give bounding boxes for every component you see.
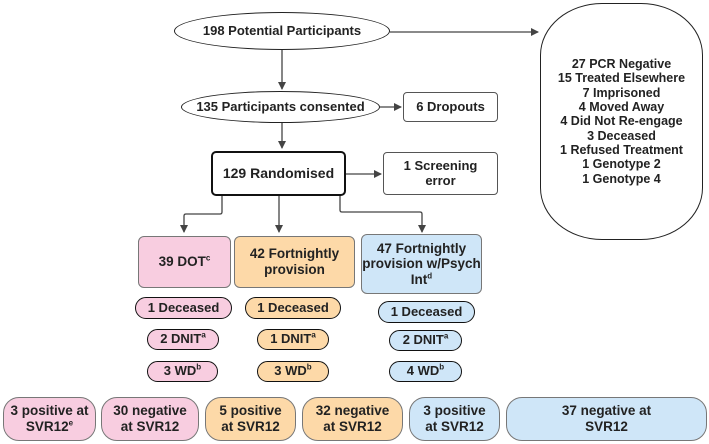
exclusion-item: 3 Deceased	[587, 128, 656, 143]
exclusion-item: 4 Moved Away	[578, 99, 665, 114]
arrow-randomised-to-arm1	[180, 196, 223, 233]
arm2-dnit: 1 DNITa	[257, 329, 329, 350]
arm3-svr12-positive: 3 positive at SVR12	[409, 397, 500, 441]
arm1-svr12-negative: 30 negative at SVR12	[101, 397, 199, 441]
arm1-deceased: 1 Deceased	[135, 297, 232, 319]
arm2-svr12-negative: 32 negative at SVR12	[302, 397, 403, 441]
exclusions-list: 27 PCR Negative 15 Treated Elsewhere 7 I…	[558, 57, 685, 186]
arm1-dnit: 2 DNITa	[147, 329, 219, 350]
arm1-svr12-positive: 3 positive at SVR12e	[3, 397, 96, 441]
dropouts-label: 6 Dropouts	[416, 98, 485, 114]
potential-participants-label: 198 Potential Participants	[202, 22, 362, 38]
exclusion-item: 4 Did Not Re-engage	[560, 114, 683, 129]
arm-card-dot: 39 DOTc	[138, 236, 231, 288]
arm3-deceased: 1 Deceased	[378, 301, 475, 323]
arm3-dnit: 2 DNITa	[389, 330, 462, 351]
exclusion-item: 7 Imprisoned	[582, 85, 661, 100]
consented-node: 135 Participants consented	[181, 91, 380, 123]
arm-card-psych: 47 Fortnightly provision w/Psych Intd	[361, 234, 482, 294]
exclusion-item: 1 Genotype 2	[582, 157, 661, 172]
exclusion-item: 1 Genotype 4	[582, 171, 661, 186]
consented-label: 135 Participants consented	[196, 98, 365, 114]
arm-label: 39 DOTc	[158, 253, 211, 270]
potential-participants-node: 198 Potential Participants	[174, 12, 390, 50]
exclusion-item: 27 PCR Negative	[571, 56, 672, 71]
randomised-label: 129 Randomised	[222, 165, 335, 182]
arm2-deceased: 1 Deceased	[245, 297, 341, 319]
exclusions-node: 27 PCR Negative 15 Treated Elsewhere 7 I…	[540, 3, 703, 240]
arm3-wd: 4 WDb	[389, 361, 462, 382]
arm-card-fortnightly: 42 Fortnightly provision	[234, 236, 355, 288]
screening-error-node: 1 Screening error	[383, 152, 498, 195]
exclusion-item: 15 Treated Elsewhere	[557, 71, 686, 86]
arm1-wd: 3 WDb	[147, 361, 218, 382]
screening-error-label: 1 Screening error	[403, 157, 478, 188]
exclusion-item: 1 Refused Treatment	[560, 143, 683, 158]
arrow-randomised-to-arm3	[339, 196, 426, 233]
arm3-svr12-negative: 37 negative at SVR12	[506, 397, 707, 441]
dropouts-node: 6 Dropouts	[403, 92, 498, 122]
arm-label: 47 Fortnightly provision w/Psych Intd	[362, 240, 481, 287]
arm2-wd: 3 WDb	[257, 361, 329, 382]
arm-label: 42 Fortnightly provision	[249, 246, 340, 277]
randomised-node: 129 Randomised	[211, 151, 346, 196]
arm2-svr12-positive: 5 positive at SVR12	[205, 397, 296, 441]
